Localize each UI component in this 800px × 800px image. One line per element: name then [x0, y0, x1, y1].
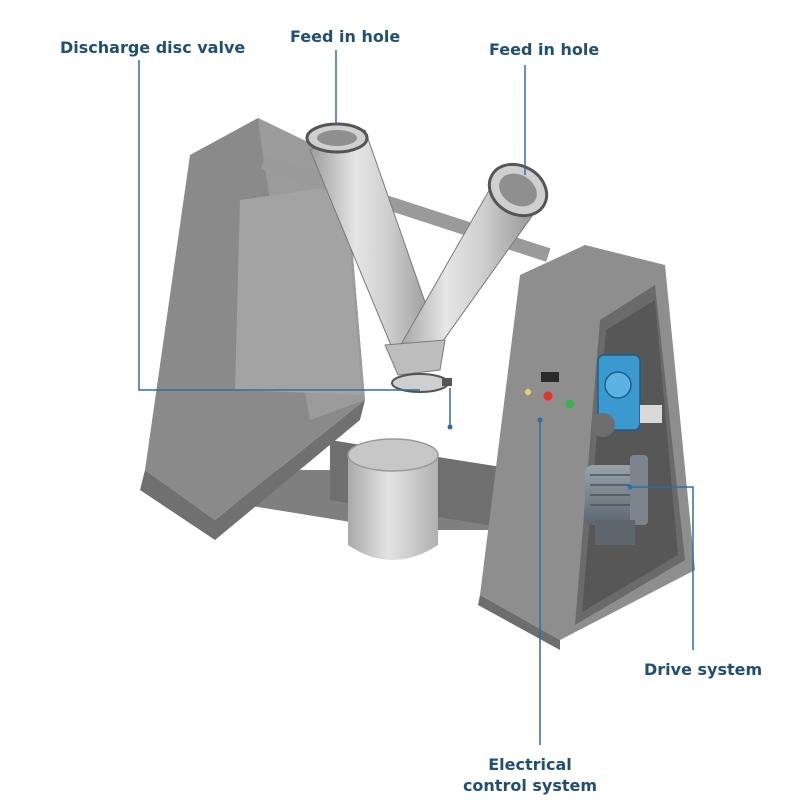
label-drive-system: Drive system [644, 660, 763, 679]
v-mixing-vessel [309, 129, 541, 376]
leader-dot-valve [447, 424, 453, 430]
indicator-light-red [543, 391, 553, 401]
label-discharge-disc-valve: Discharge disc valve [60, 38, 246, 57]
right-frame-cabinet [478, 245, 695, 650]
feed-in-hole-left [305, 122, 369, 154]
collection-bucket [347, 438, 439, 560]
feed-in-hole-right [487, 162, 549, 218]
leader-dot-drive [627, 484, 633, 490]
leader-lines [138, 50, 694, 745]
indicator-light-yellow [525, 389, 531, 395]
leader-discharge-disc-valve [138, 60, 420, 391]
label-feed-in-hole-left: Feed in hole [290, 27, 401, 46]
indicator-light-green [565, 399, 575, 409]
leader-drive-system [630, 486, 694, 650]
leader-dot-control [537, 417, 543, 423]
discharge-disc-valve [391, 373, 452, 393]
electric-motor [585, 455, 648, 545]
gearbox [591, 354, 662, 437]
display-readout [541, 372, 559, 382]
control-panel [525, 372, 575, 409]
label-feed-in-hole-right: Feed in hole [489, 40, 600, 59]
label-electrical-control-system: Electrical control system [462, 755, 598, 795]
